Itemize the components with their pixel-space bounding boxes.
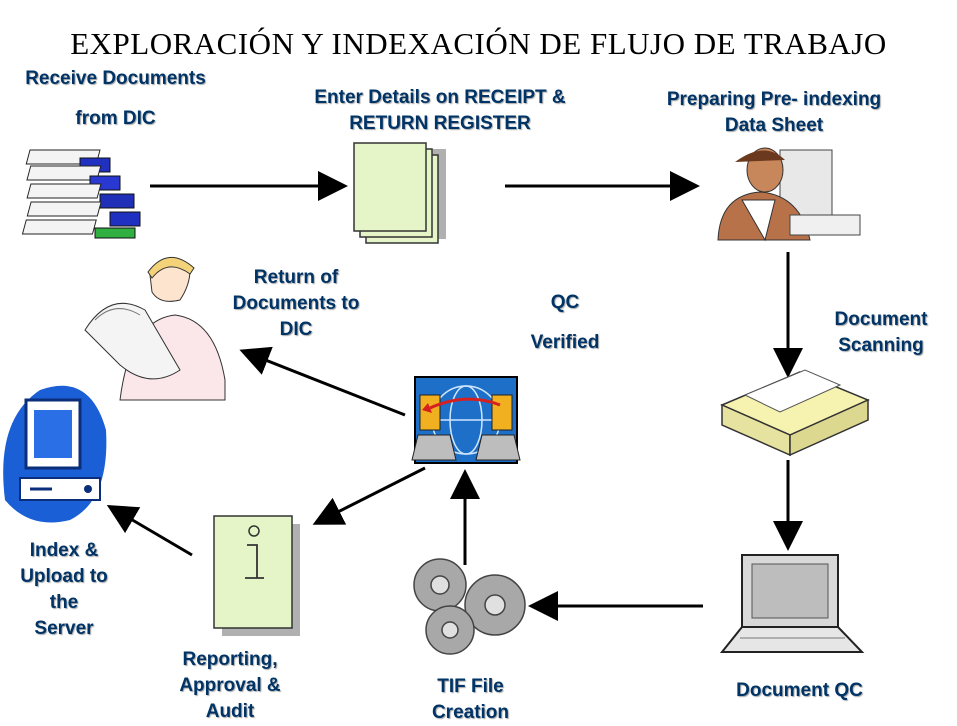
network-exchange-icon bbox=[411, 376, 521, 464]
label-index-line3: the bbox=[49, 592, 79, 613]
label-index-upload: Index & Upload to the Server bbox=[2, 538, 126, 642]
label-index-line1: Index & bbox=[29, 540, 99, 561]
label-preparing-line1: Preparing Pre- indexing bbox=[666, 89, 882, 110]
label-index-line4: Server bbox=[34, 618, 94, 639]
label-scanning-line1: Document bbox=[834, 309, 928, 330]
label-qc-line1: QC bbox=[550, 292, 580, 313]
document-stack-icon bbox=[21, 149, 141, 239]
arrow-reporting-to-index bbox=[106, 504, 193, 557]
label-return-line3: DIC bbox=[279, 319, 313, 340]
label-preparing-line2: Data Sheet bbox=[724, 115, 824, 136]
label-document-scanning: Document Scanning bbox=[815, 307, 947, 359]
label-receive-documents: Receive Documents from DIC bbox=[8, 66, 223, 132]
worker-with-blueprints-icon bbox=[84, 257, 226, 401]
person-at-computer-icon bbox=[717, 147, 861, 242]
label-return-line1: Return of bbox=[253, 267, 339, 288]
label-document-qc: Document QC bbox=[712, 678, 887, 704]
paper-stack-icon bbox=[353, 142, 446, 244]
label-receive-line1: Receive Documents bbox=[25, 68, 206, 89]
info-document-icon bbox=[213, 515, 300, 636]
label-qc-verified: QC Verified bbox=[510, 290, 620, 356]
scanner-icon bbox=[720, 369, 870, 457]
label-enter-details: Enter Details on RECEIPT & RETURN REGIST… bbox=[285, 85, 595, 137]
gears-icon bbox=[413, 558, 526, 655]
page-title: EXPLORACIÓN Y INDEXACIÓN DE FLUJO DE TRA… bbox=[70, 26, 887, 61]
label-enter-line2: RETURN REGISTER bbox=[349, 113, 531, 134]
laptop-icon bbox=[719, 554, 865, 653]
label-enter-line1: Enter Details on RECEIPT & bbox=[314, 87, 566, 108]
label-qc-line2: Verified bbox=[530, 332, 600, 353]
computer-icon bbox=[3, 385, 107, 523]
label-reporting-line2: Approval & bbox=[179, 675, 281, 696]
label-return-line2: Documents to bbox=[232, 293, 360, 314]
label-receive-line2: from DIC bbox=[75, 108, 156, 129]
label-preparing: Preparing Pre- indexing Data Sheet bbox=[640, 87, 908, 139]
label-scanning-line2: Scanning bbox=[838, 335, 924, 356]
arrow-qc-to-reporting bbox=[312, 466, 426, 525]
label-reporting-line1: Reporting, bbox=[182, 649, 278, 670]
arrow-qc-to-return bbox=[239, 346, 406, 417]
label-index-line2: Upload to bbox=[20, 566, 108, 587]
label-tif-creation: TIF File Creation bbox=[398, 674, 543, 726]
label-reporting: Reporting, Approval & Audit bbox=[150, 647, 310, 725]
label-docqc-line1: Document QC bbox=[736, 680, 863, 701]
label-return-documents: Return of Documents to DIC bbox=[212, 265, 380, 343]
label-reporting-line3: Audit bbox=[205, 701, 255, 722]
label-tif-line2: Creation bbox=[431, 702, 510, 723]
label-tif-line1: TIF File bbox=[437, 676, 504, 697]
